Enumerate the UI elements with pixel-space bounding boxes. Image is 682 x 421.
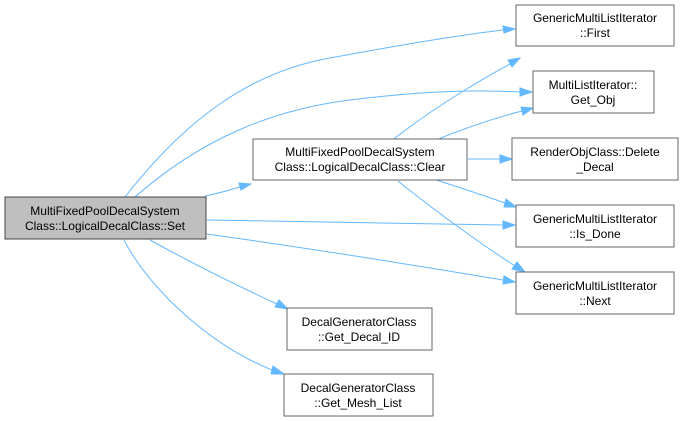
node-delete-decal-line1: RenderObjClass::Delete: [530, 145, 660, 159]
node-get-obj[interactable]: MultiListIterator:: Get_Obj: [532, 70, 655, 114]
edge-clear-to-is-done: [435, 179, 518, 208]
edge-set-to-get-decal-id: [149, 239, 290, 310]
node-clear[interactable]: MultiFixedPoolDecalSystem Class::Logical…: [252, 138, 468, 181]
node-first-line1: GenericMultiListIterator: [533, 11, 657, 25]
node-get-decal-id-line2: ::Get_Decal_ID: [318, 330, 400, 344]
node-set-line1: MultiFixedPoolDecalSystem: [30, 204, 179, 218]
edge-set-to-get-mesh-list: [123, 239, 286, 375]
node-get-mesh-list[interactable]: DecalGeneratorClass ::Get_Mesh_List: [283, 373, 434, 417]
node-next-line1: GenericMultiListIterator: [533, 279, 657, 293]
node-is-done[interactable]: GenericMultiListIterator ::Is_Done: [515, 204, 675, 248]
node-next[interactable]: GenericMultiListIterator ::Next: [515, 271, 675, 315]
node-is-done-line2: ::Is_Done: [569, 227, 621, 241]
edge-clear-to-delete-decal: [468, 154, 514, 164]
nodes-layer: MultiFixedPoolDecalSystem Class::Logical…: [4, 4, 679, 417]
node-get-decal-id-line1: DecalGeneratorClass: [302, 315, 417, 329]
node-first[interactable]: GenericMultiListIterator ::First: [515, 4, 675, 47]
edge-clear-to-next: [397, 180, 527, 273]
node-set-line2: Class::LogicalDecalClass::Set: [25, 219, 186, 233]
edge-set-to-clear: [204, 182, 253, 197]
edge-set-to-first: [124, 25, 517, 198]
node-get-mesh-list-line1: DecalGeneratorClass: [301, 381, 416, 395]
edge-clear-to-get-obj: [435, 106, 535, 141]
edge-clear-to-first: [389, 57, 522, 143]
node-get-mesh-list-line2: ::Get_Mesh_List: [314, 396, 402, 410]
edge-set-to-next: [206, 233, 517, 285]
node-get-obj-line2: Get_Obj: [571, 93, 616, 107]
node-first-line2: ::First: [580, 26, 611, 40]
edge-set-to-get-obj: [134, 87, 534, 198]
node-next-line2: ::Next: [579, 294, 611, 308]
node-delete-decal-line2: _Decal: [575, 160, 613, 174]
node-set[interactable]: MultiFixedPoolDecalSystem Class::Logical…: [4, 196, 207, 240]
node-clear-line1: MultiFixedPoolDecalSystem: [285, 145, 434, 159]
node-get-decal-id[interactable]: DecalGeneratorClass ::Get_Decal_ID: [286, 307, 433, 351]
node-is-done-line1: GenericMultiListIterator: [533, 212, 657, 226]
node-get-obj-line1: MultiListIterator::: [549, 78, 638, 92]
node-delete-decal[interactable]: RenderObjClass::Delete _Decal: [511, 137, 679, 181]
node-clear-line2: Class::LogicalDecalClass::Clear: [275, 160, 446, 174]
edge-set-to-is-done: [206, 219, 517, 230]
edges-layer: [123, 25, 535, 375]
